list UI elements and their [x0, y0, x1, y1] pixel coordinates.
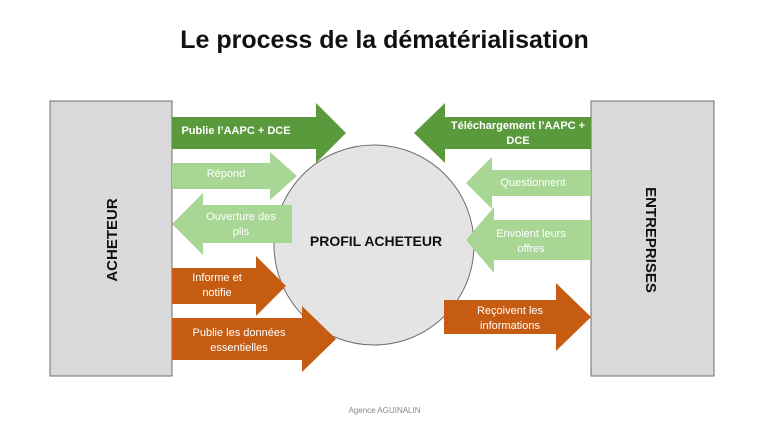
- page-title: Le process de la dématérialisation: [180, 26, 589, 54]
- arrow-repond-label: Répond: [207, 168, 246, 180]
- footer-credit: Agence AGUINALIN: [348, 406, 421, 415]
- arrow-questionnent-label: Questionnent: [500, 177, 565, 189]
- entreprises-box: [590, 100, 715, 377]
- arrow-informe-label: Informe et notifie: [192, 272, 242, 299]
- arrow-publie-aapc-label: Publie l’AAPC + DCE: [181, 125, 290, 137]
- arrow-envoient: [466, 207, 591, 273]
- profil-acheteur-label: PROFIL ACHETEUR: [310, 233, 442, 249]
- arrow-publie-donnees: [172, 306, 336, 372]
- arrow-ouverture-plis: [172, 193, 292, 255]
- arrow-envoient-label-line-1: Envoient leurs: [496, 228, 566, 240]
- arrow-telechargement: [414, 103, 591, 163]
- arrow-informe-label-line-1: Informe et: [192, 272, 242, 284]
- arrow-envoient-label: Envoient leurs offres: [496, 228, 566, 255]
- arrow-publie-donnees-label-line-2: essentielles: [210, 342, 268, 354]
- arrow-telechargement-label-line-1: Téléchargement l’AAPC +: [451, 120, 585, 132]
- arrow-envoient-label-line-2: offres: [517, 243, 545, 255]
- arrow-recoivent: [444, 283, 591, 351]
- arrow-publie-donnees-label: Publie les données essentielles: [193, 327, 286, 354]
- arrow-recoivent-label-line-2: informations: [480, 320, 540, 332]
- arrow-repond: [172, 152, 297, 200]
- arrow-publie-aapc-label-line-1: Publie l’AAPC + DCE: [181, 125, 290, 137]
- entreprises-label: ENTREPRISES: [642, 187, 659, 293]
- arrow-recoivent-label-line-1: Reçoivent les: [477, 305, 544, 317]
- acheteur-label: ACHETEUR: [104, 198, 121, 282]
- arrow-informe: [172, 256, 286, 316]
- arrow-telechargement-label-line-2: DCE: [506, 135, 529, 147]
- arrow-telechargement-label: Téléchargement l’AAPC + DCE: [451, 120, 585, 147]
- arrow-questionnent: [466, 157, 591, 209]
- arrow-ouverture-plis-label-line-1: Ouverture des: [206, 211, 276, 223]
- arrow-informe-label-line-2: notifie: [202, 287, 231, 299]
- arrow-questionnent-label-line-1: Questionnent: [500, 177, 565, 189]
- arrow-ouverture-plis-label-line-2: plis: [233, 226, 250, 238]
- arrow-publie-donnees-label-line-1: Publie les données: [193, 327, 286, 339]
- arrow-ouverture-plis-label: Ouverture des plis: [206, 211, 276, 238]
- arrow-repond-label-line-1: Répond: [207, 168, 246, 180]
- acheteur-box: [49, 100, 173, 377]
- arrow-publie-aapc: [172, 103, 346, 163]
- arrow-recoivent-label: Reçoivent les informations: [477, 305, 544, 332]
